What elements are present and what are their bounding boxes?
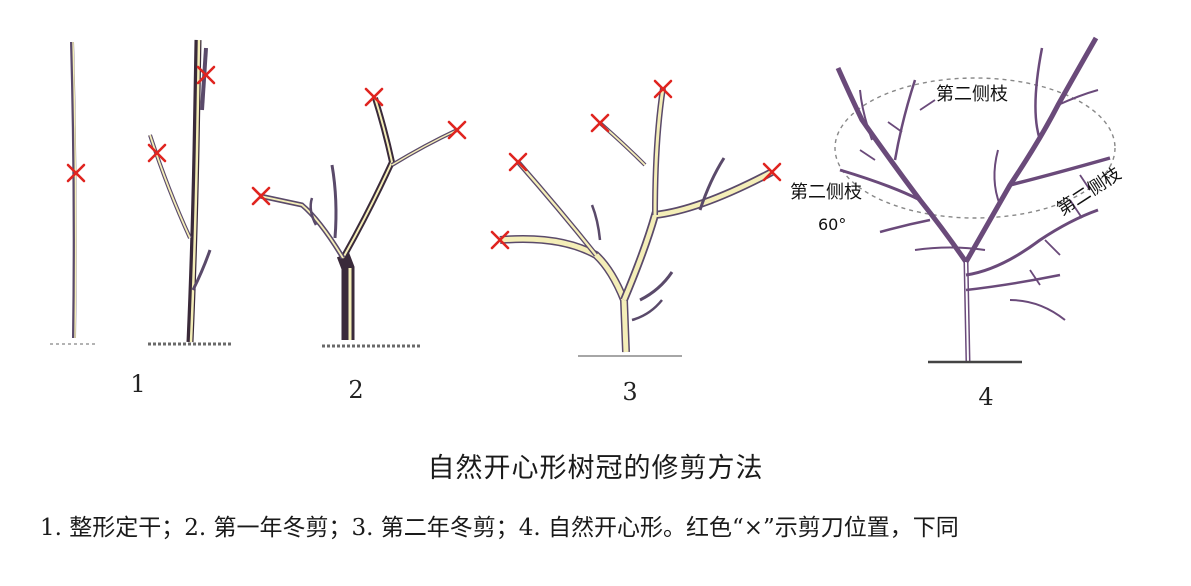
panel-1-stem bbox=[70, 41, 77, 339]
label-second-lateral-top: 第二侧枝 bbox=[936, 84, 1008, 105]
panel-3-trunk bbox=[499, 235, 630, 353]
panel-2-trunk bbox=[336, 252, 355, 340]
panel-4-trunk bbox=[835, 66, 971, 363]
panel-2-drawing bbox=[251, 87, 467, 348]
figure-title: 自然开心形树冠的修剪方法 bbox=[427, 453, 764, 484]
cut-mark bbox=[447, 120, 467, 140]
figure-caption: 1. 整形定干；2. 第一年冬剪；3. 第二年冬剪；4. 自然开心形。红色“×”… bbox=[40, 515, 959, 541]
panel-3-drawing bbox=[490, 79, 782, 357]
panel-4-drawing: 第二侧枝 第二侧枝 60° 第二侧枝 bbox=[790, 36, 1125, 364]
angle-label: 60° bbox=[818, 215, 846, 234]
panel-number-3: 3 bbox=[622, 378, 638, 406]
cut-mark bbox=[590, 113, 610, 133]
cut-mark bbox=[508, 152, 528, 172]
panel-number-2: 2 bbox=[348, 376, 364, 404]
panel-number-1: 1 bbox=[130, 370, 146, 398]
panel-number-4: 4 bbox=[978, 383, 994, 411]
crown-outline bbox=[834, 77, 1116, 219]
panel-1-drawing bbox=[50, 39, 232, 346]
label-second-lateral-left: 第二侧枝 bbox=[790, 182, 862, 203]
